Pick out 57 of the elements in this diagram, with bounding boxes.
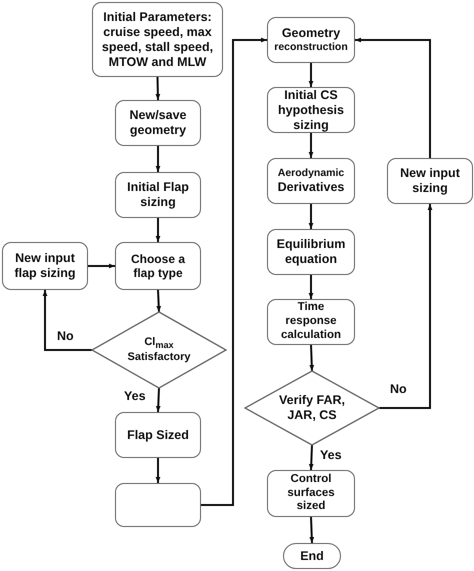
process-box (267, 17, 355, 63)
arrow (355, 38, 431, 158)
process-box (267, 299, 355, 345)
arrow (309, 516, 314, 544)
arrow (156, 218, 160, 242)
process-box (2, 242, 88, 290)
process-box (115, 172, 201, 218)
arrow (308, 133, 314, 158)
node-text: End (299, 548, 325, 564)
arrow (156, 290, 162, 312)
process-box (387, 158, 473, 204)
arrow (309, 344, 314, 372)
process-box (115, 242, 201, 290)
arrow (308, 204, 314, 229)
node-text: Derivatives (276, 180, 346, 195)
process-box (115, 100, 201, 146)
decision-diamond (92, 312, 226, 388)
edge-label: Yes (122, 389, 148, 403)
node-text: Aerodynamic (276, 167, 346, 180)
edge-label: Yes (318, 448, 344, 462)
node-text: New input flap sizing (13, 251, 77, 281)
node-text: Verify FAR, JAR, CS (278, 393, 346, 423)
edge-label: No (55, 329, 76, 343)
arrow (308, 275, 314, 299)
node-text: New/save geometry (128, 108, 188, 138)
process-box (267, 158, 355, 204)
arrow (88, 264, 115, 268)
arrow (42, 290, 92, 351)
arrow (308, 444, 314, 470)
terminal-shape (283, 543, 341, 569)
node-text: Initial Flap sizing (126, 180, 190, 210)
process-box (267, 87, 355, 133)
decision-diamond (245, 371, 379, 445)
arrow (201, 38, 267, 506)
process-box (115, 412, 201, 458)
process-box (92, 2, 223, 77)
process-box (115, 483, 201, 527)
node-text: Initial Parameters: cruise speed, max speed, stall speed, MTOW and MLW (100, 10, 214, 70)
node-text: Equilibrium equation (276, 237, 346, 267)
arrow (379, 204, 432, 409)
node-text: New input sizing (399, 166, 461, 196)
node-text: Cl$_{max}$ Satisfactory (126, 336, 192, 364)
node-text: Initial CS hypothesis sizing (277, 88, 345, 132)
node-text: Geometry (280, 26, 342, 42)
arrow (308, 63, 314, 87)
edge-label: No (388, 382, 409, 396)
arrow (156, 146, 160, 172)
node-text: Flap Sized (126, 428, 190, 442)
node-text: Control surfaces sized (286, 472, 336, 514)
arrow (156, 388, 161, 412)
arrow (155, 76, 160, 100)
process-box (267, 229, 355, 275)
process-box (267, 470, 355, 517)
arrow (156, 458, 160, 483)
node-text: reconstruction (273, 41, 349, 54)
node-text: Choose a flap type (130, 252, 186, 280)
node-text: Time response calculation (280, 301, 342, 343)
